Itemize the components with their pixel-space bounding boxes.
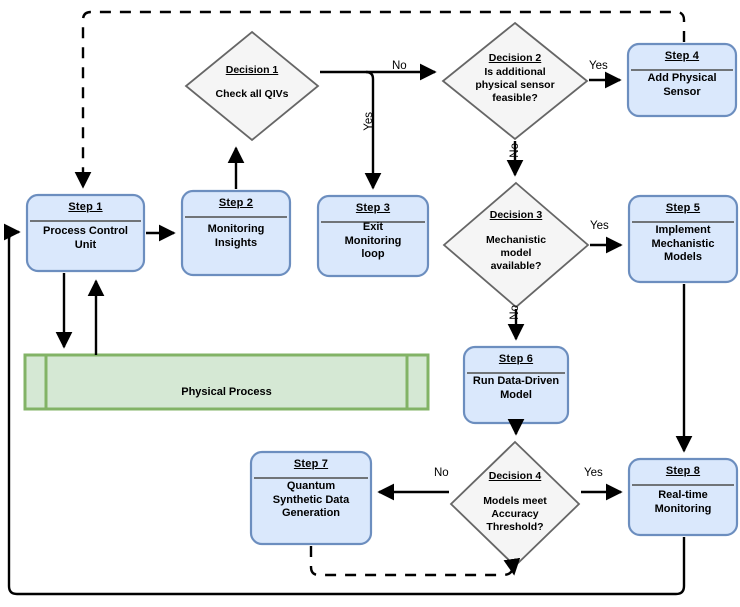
shape-decision1[interactable] (184, 30, 320, 142)
shape-step2[interactable] (180, 189, 292, 277)
edge-step8-step1-loop (3, 223, 686, 596)
shape-step6[interactable] (462, 345, 570, 425)
shape-decision4[interactable] (449, 440, 581, 568)
edge-step4-step1-dashed (74, 10, 686, 189)
shape-step4[interactable] (626, 42, 738, 118)
shape-physical-process[interactable] (23, 353, 430, 411)
shape-step1[interactable] (25, 193, 146, 273)
edge-step7-decision4-dashed (309, 546, 521, 577)
edge-decision1-step3 (364, 70, 382, 190)
shape-decision3[interactable] (442, 181, 590, 309)
shape-step7[interactable] (249, 450, 373, 546)
shape-step5[interactable] (627, 194, 739, 284)
shape-step8[interactable] (627, 457, 739, 537)
shape-decision2[interactable] (441, 21, 589, 141)
shape-step3[interactable] (316, 194, 430, 278)
